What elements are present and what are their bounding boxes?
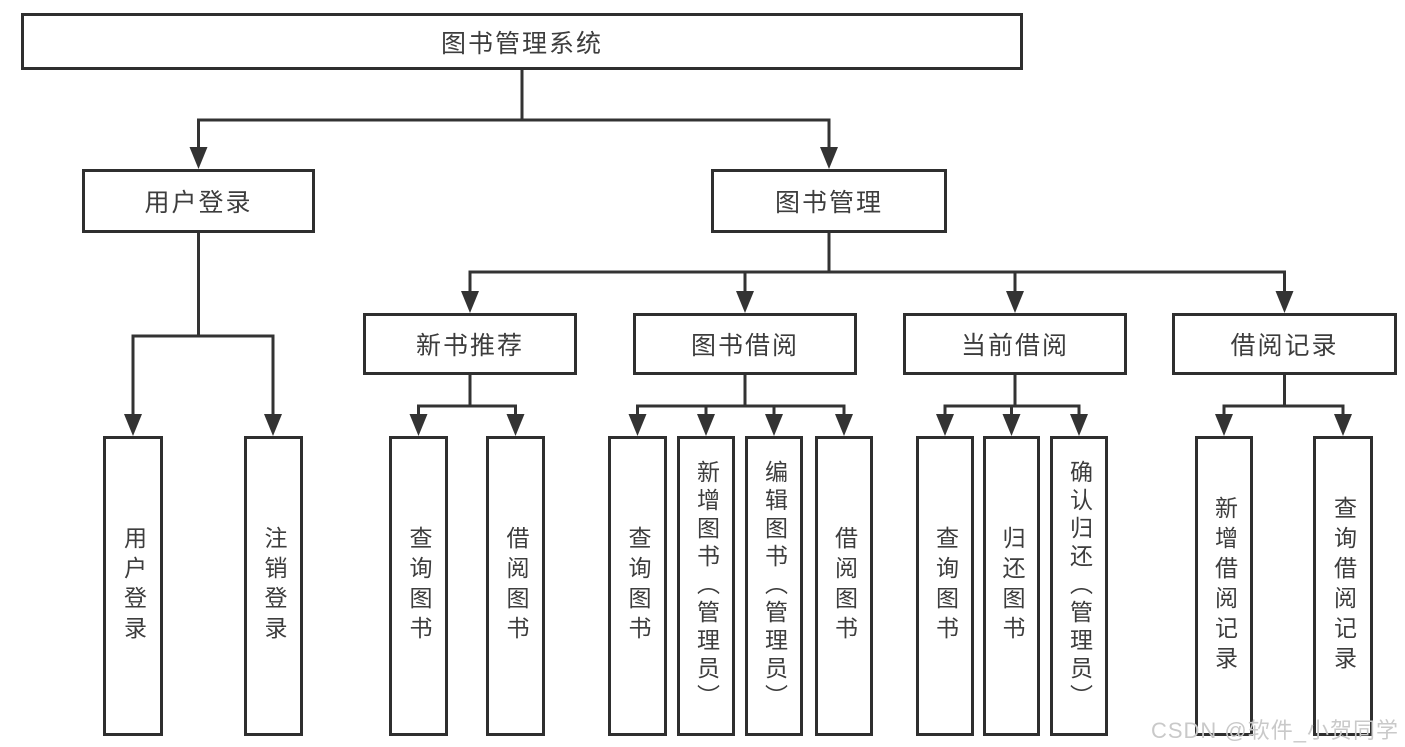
leaf-current-return-books: 归还图书 xyxy=(983,436,1040,736)
node-borrowing-records: 借阅记录 xyxy=(1172,313,1397,375)
leaf-borrow-add-books-admin: 新增图书（管理员） xyxy=(677,436,735,736)
leaf-records-query-borrow-record: 查询借阅记录 xyxy=(1313,436,1373,736)
leaf-label: 借阅图书 xyxy=(831,526,858,646)
leaf-label: 查询图书 xyxy=(625,526,651,646)
leaf-label: 新增借阅记录 xyxy=(1211,496,1238,676)
node-book-borrowing: 图书借阅 xyxy=(633,313,857,375)
leaf-borrow-edit-books-admin: 编辑图书（管理员） xyxy=(745,436,803,736)
leaf-recommend-query-books: 查询图书 xyxy=(389,436,448,736)
leaf-borrow-query-books: 查询图书 xyxy=(608,436,667,736)
node-label: 图书管理 xyxy=(774,189,883,217)
node-label: 图书借阅 xyxy=(690,332,799,360)
leaf-label: 新增图书（管理员） xyxy=(693,460,720,712)
watermark: CSDN @软件_小贺同学 xyxy=(1150,718,1399,743)
node-label: 借阅记录 xyxy=(1230,332,1339,360)
leaf-label: 用户登录 xyxy=(120,526,147,646)
leaf-label: 确认归还（管理员） xyxy=(1066,460,1093,712)
leaf-label: 归还图书 xyxy=(999,526,1025,646)
node-user-login: 用户登录 xyxy=(82,169,315,233)
leaf-records-add-borrow-record: 新增借阅记录 xyxy=(1195,436,1253,736)
node-current-borrowing: 当前借阅 xyxy=(903,313,1127,375)
leaf-label: 查询图书 xyxy=(932,526,959,646)
node-book-management: 图书管理 xyxy=(711,169,947,233)
leaf-recommend-borrow-books: 借阅图书 xyxy=(486,436,545,736)
leaf-label: 编辑图书（管理员） xyxy=(761,460,788,712)
node-label: 当前借阅 xyxy=(960,332,1069,360)
leaf-label: 注销登录 xyxy=(261,526,287,646)
leaf-logout-login: 注销登录 xyxy=(244,436,303,736)
node-library-management-system: 图书管理系统 xyxy=(21,13,1023,70)
leaf-user-login: 用户登录 xyxy=(103,436,163,736)
node-label: 图书管理系统 xyxy=(440,29,603,58)
node-new-book-recommendation: 新书推荐 xyxy=(363,313,577,375)
node-label: 用户登录 xyxy=(144,189,253,217)
node-label: 新书推荐 xyxy=(415,332,524,360)
leaf-current-query-books: 查询图书 xyxy=(916,436,974,736)
leaf-label: 查询借阅记录 xyxy=(1330,496,1357,676)
leaf-label: 查询图书 xyxy=(406,526,432,646)
leaf-label: 借阅图书 xyxy=(503,526,529,646)
leaf-current-confirm-return-admin: 确认归还（管理员） xyxy=(1050,436,1108,736)
leaf-borrow-borrow-books: 借阅图书 xyxy=(815,436,873,736)
